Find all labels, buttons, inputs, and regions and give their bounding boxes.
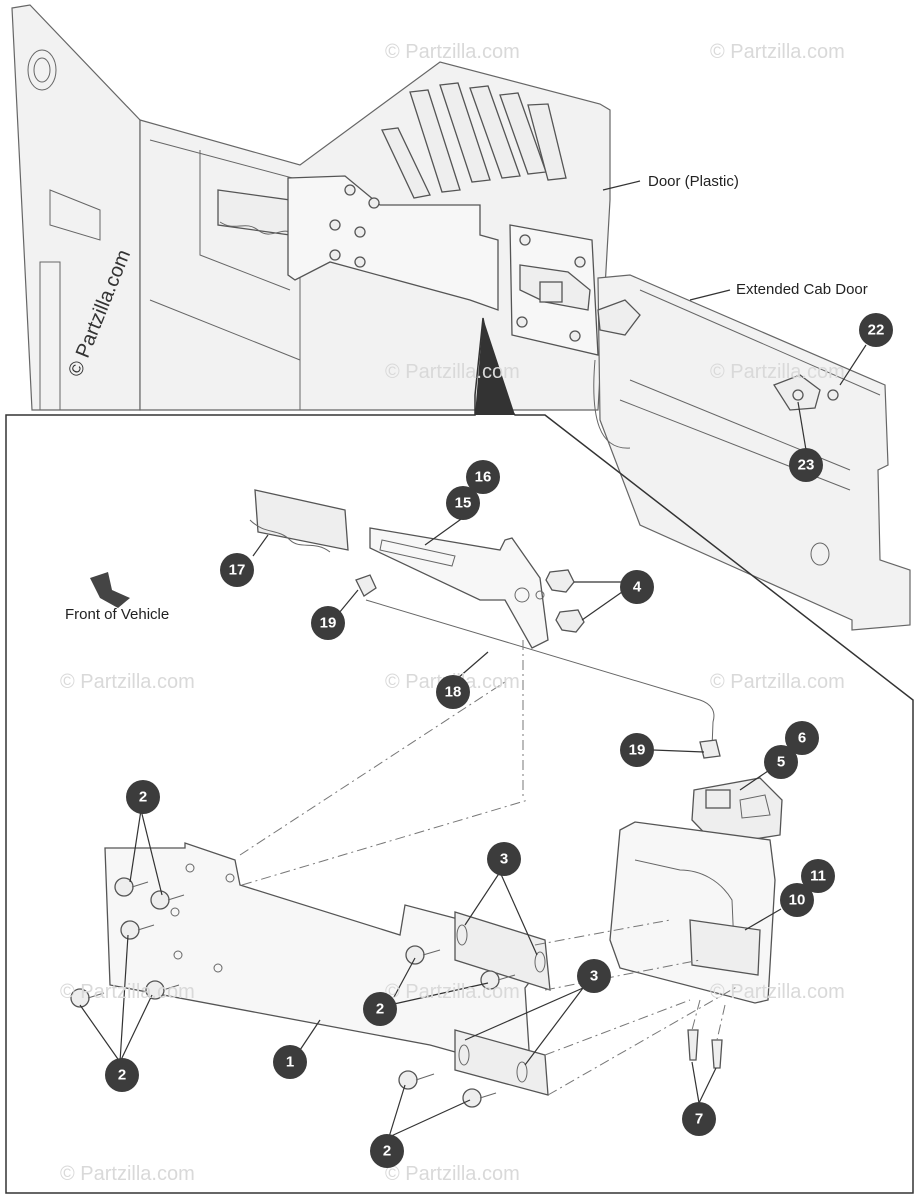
callout-10: 10 — [780, 883, 814, 917]
svg-text:19: 19 — [629, 742, 646, 759]
svg-text:4: 4 — [633, 579, 642, 596]
svg-text:19: 19 — [320, 615, 337, 632]
svg-text:7: 7 — [695, 1111, 703, 1128]
svg-text:5: 5 — [777, 754, 785, 771]
label-door-plastic: Door (Plastic) — [648, 173, 739, 190]
callout-2: 2 — [105, 1058, 139, 1092]
svg-text:18: 18 — [445, 684, 462, 701]
svg-text:© Partzilla.com: © Partzilla.com — [60, 1163, 195, 1185]
callout-16: 16 — [466, 460, 500, 494]
callout-4: 4 — [620, 570, 654, 604]
svg-text:2: 2 — [139, 789, 147, 806]
callout-19: 19 — [311, 606, 345, 640]
svg-text:6: 6 — [798, 730, 806, 747]
callout-2: 2 — [363, 992, 397, 1026]
exploded-parts — [70, 489, 783, 1108]
label-extended-cab-door: Extended Cab Door — [736, 281, 868, 298]
callout-23: 23 — [789, 448, 823, 482]
svg-text:11: 11 — [810, 868, 826, 885]
callouts: 1 2 2 2 2 3 3 4 5 6 7 11 10 16 15 17 18 … — [105, 313, 893, 1168]
svg-text:2: 2 — [118, 1067, 126, 1084]
svg-text:© Partzilla.com: © Partzilla.com — [710, 41, 845, 63]
svg-text:2: 2 — [383, 1143, 391, 1160]
callout-5: 5 — [764, 745, 798, 779]
svg-text:15: 15 — [455, 495, 472, 512]
callout-11: 11 — [801, 859, 835, 893]
svg-text:© Partzilla.com: © Partzilla.com — [385, 981, 520, 1003]
callout-18: 18 — [436, 675, 470, 709]
callout-2: 2 — [126, 780, 160, 814]
svg-text:© Partzilla.com: © Partzilla.com — [60, 981, 195, 1003]
callout-7: 7 — [682, 1102, 716, 1136]
svg-text:16: 16 — [475, 469, 492, 486]
label-front-of-vehicle: Front of Vehicle — [65, 606, 169, 623]
callout-6: 6 — [785, 721, 819, 755]
svg-text:23: 23 — [798, 457, 815, 474]
svg-text:© Partzilla.com: © Partzilla.com — [710, 361, 845, 383]
callout-22: 22 — [859, 313, 893, 347]
svg-text:17: 17 — [229, 562, 246, 579]
callout-19: 19 — [620, 733, 654, 767]
svg-text:2: 2 — [376, 1001, 384, 1018]
callout-17: 17 — [220, 553, 254, 587]
svg-text:10: 10 — [789, 892, 806, 909]
detail-pointer — [475, 318, 515, 415]
svg-text:© Partzilla.com: © Partzilla.com — [385, 361, 520, 383]
callout-3: 3 — [577, 959, 611, 993]
svg-text:3: 3 — [590, 968, 598, 985]
callout-3: 3 — [487, 842, 521, 876]
svg-text:22: 22 — [868, 322, 885, 339]
callout-1: 1 — [273, 1045, 307, 1079]
svg-text:© Partzilla.com: © Partzilla.com — [60, 671, 195, 693]
svg-text:© Partzilla.com: © Partzilla.com — [710, 981, 845, 1003]
svg-text:3: 3 — [500, 851, 508, 868]
svg-text:© Partzilla.com: © Partzilla.com — [385, 1163, 520, 1185]
callout-2: 2 — [370, 1134, 404, 1168]
svg-text:© Partzilla.com: © Partzilla.com — [710, 671, 845, 693]
cab-door-assembly — [11, 4, 911, 631]
callout-15: 15 — [446, 486, 480, 520]
svg-text:© Partzilla.com: © Partzilla.com — [385, 41, 520, 63]
front-arrow-icon — [90, 572, 130, 608]
leader-lines — [79, 180, 867, 1138]
svg-text:1: 1 — [286, 1054, 294, 1071]
